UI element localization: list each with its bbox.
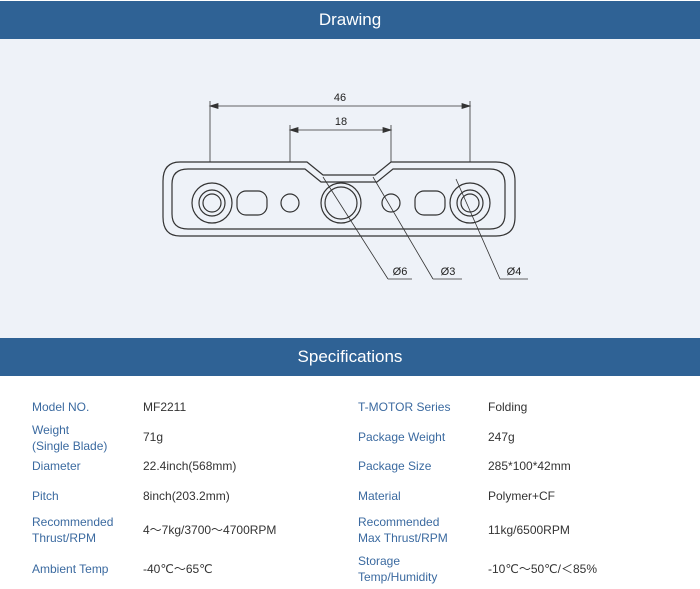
- right-hub-mid: [456, 189, 484, 217]
- dim-overall-label: 46: [334, 92, 346, 104]
- right-hub-outer: [449, 182, 491, 224]
- part-outline: [162, 161, 516, 237]
- spec-value: Folding: [488, 400, 528, 414]
- spec-label: Diameter: [32, 459, 81, 473]
- drawing-title: Drawing: [318, 10, 382, 29]
- right-slot: [414, 190, 446, 216]
- spec-value: 22.4inch(568mm): [143, 459, 237, 473]
- dim-spacing-label: 18: [335, 116, 347, 128]
- drawing-svg: 46 18 Ø6 Ø3 Ø4: [162, 92, 528, 280]
- spec-label: Package Size: [358, 459, 432, 473]
- left-hub-mid: [198, 189, 226, 217]
- spec-label: Material: [358, 489, 401, 503]
- left-hub-outer: [191, 182, 233, 224]
- callout-end-label: Ø4: [507, 266, 522, 278]
- specifications-table: Model NO. MF2211 T-MOTOR Series Folding …: [0, 376, 700, 589]
- spec-label: Package Weight: [358, 430, 446, 444]
- drawing-section-header: Drawing: [0, 1, 700, 39]
- spec-value: MF2211: [143, 400, 187, 414]
- right-small-hole: [381, 193, 401, 213]
- spec-value: Polymer+CF: [488, 489, 556, 503]
- spec-label: T-MOTOR Series: [358, 400, 451, 414]
- technical-drawing: 46 18 Ø6 Ø3 Ø4: [0, 39, 700, 338]
- spec-value: 8inch(203.2mm): [143, 489, 230, 503]
- spec-value: -40℃～65℃: [143, 562, 213, 576]
- specifications-title: Specifications: [297, 347, 403, 366]
- callout-center-label: Ø6: [393, 266, 408, 278]
- callout-small-label: Ø3: [441, 266, 456, 278]
- left-slot: [236, 190, 268, 216]
- left-small-hole: [280, 193, 300, 213]
- spec-value: 4～7kg/3700～4700RPM: [143, 523, 277, 537]
- spec-value: 285*100*42mm: [488, 459, 571, 473]
- left-hub-inner: [202, 193, 222, 213]
- spec-value: 11kg/6500RPM: [488, 523, 570, 537]
- spec-value: 247g: [488, 430, 515, 444]
- specifications-section-header: Specifications: [0, 338, 700, 376]
- spec-label: Storage Temp/Humidity: [358, 554, 438, 584]
- part-inner-outline: [171, 168, 506, 230]
- spec-label: Weight (Single Blade): [32, 423, 108, 453]
- spec-value: 71g: [143, 430, 164, 444]
- center-hole: [320, 182, 362, 224]
- center-hole-inner: [324, 186, 358, 220]
- spec-label: Ambient Temp: [32, 562, 109, 576]
- spec-value: -10℃～50℃/＜85%: [488, 562, 597, 576]
- spec-label: Model NO.: [32, 400, 90, 414]
- right-hub-inner: [460, 193, 480, 213]
- spec-label: Recommended Thrust/RPM: [32, 515, 114, 545]
- spec-label: Recommended Max Thrust/RPM: [358, 515, 448, 545]
- spec-label: Pitch: [32, 489, 59, 503]
